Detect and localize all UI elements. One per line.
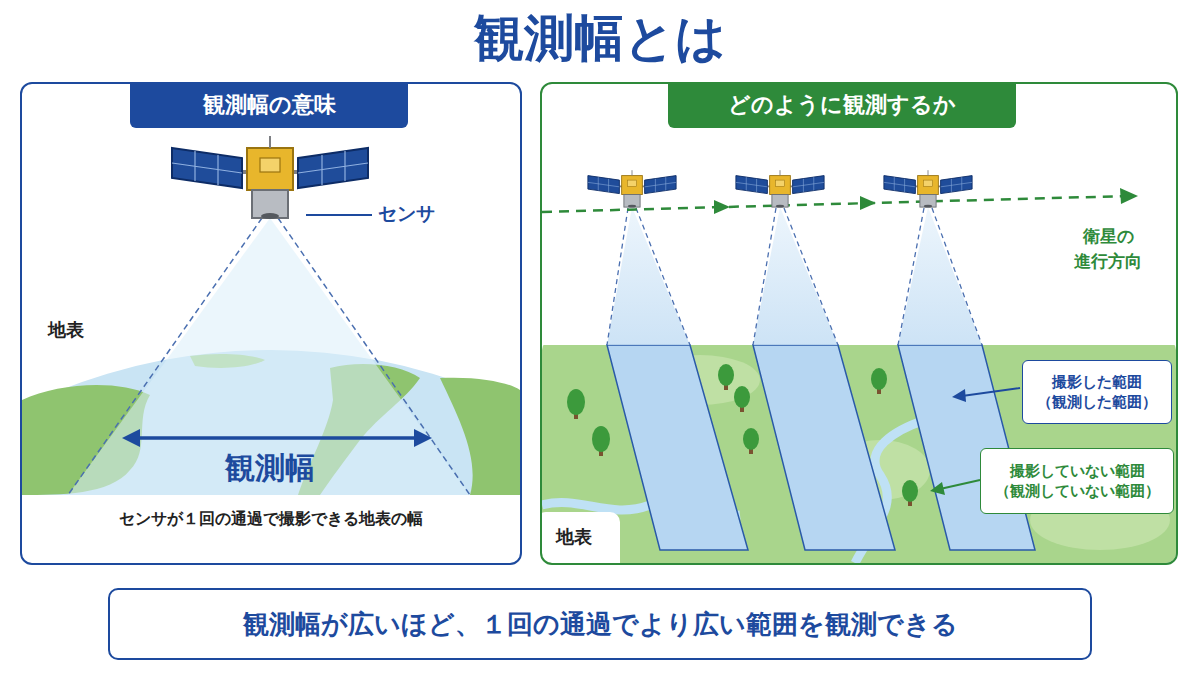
direction-label: 衛星の 進行方向	[1056, 224, 1160, 273]
part-label: センサ	[378, 201, 435, 227]
tree-crown	[743, 428, 759, 450]
tree-crown	[567, 389, 585, 415]
node-text: 撮影した範囲 （観測した範囲）	[1027, 372, 1167, 413]
satellite	[736, 170, 824, 207]
beam-edge	[607, 208, 982, 345]
panel: どのように観測するか撮影した範囲 （観測した範囲） 撮影していない範囲 （観測して…	[540, 82, 1178, 565]
node-text: 撮影していない範囲 （観測していない範囲）	[985, 461, 1169, 502]
leader-arrow	[940, 480, 980, 489]
panel: 観測幅の意味	[20, 82, 522, 565]
ground	[542, 345, 1176, 563]
sensor-beam	[607, 207, 690, 345]
swath	[753, 345, 895, 550]
arrow-head	[714, 200, 730, 214]
description-text: センサが１回の通過で撮影できる地表の幅	[22, 509, 520, 530]
ground-group	[542, 345, 1176, 563]
tree-crown	[902, 480, 918, 502]
sensor-beam	[898, 207, 982, 345]
arrow-head	[1120, 188, 1138, 204]
satellite	[588, 170, 676, 207]
dimension-label: 観測幅	[170, 448, 370, 489]
arrow-head	[952, 389, 966, 402]
label-patch	[542, 512, 620, 563]
satellite	[172, 136, 368, 219]
tree-crown	[592, 426, 610, 452]
tree-crown	[734, 386, 750, 408]
swath	[607, 345, 748, 550]
tree-crown	[871, 368, 887, 390]
callout-box: 撮影した範囲 （観測した範囲）	[1022, 360, 1172, 424]
sensor-beam	[68, 218, 470, 495]
tree-crown	[718, 364, 734, 386]
summary-box: 観測幅が広いほど、１回の通過でより広い範囲を観測できる	[108, 588, 1092, 660]
arrow-head	[122, 429, 140, 447]
area-label: 地表	[48, 318, 84, 342]
node-text: 観測幅の意味	[130, 82, 408, 128]
arrow-head	[414, 429, 432, 447]
callout-box: 撮影していない範囲 （観測していない範囲）	[980, 448, 1174, 514]
arrow-head	[930, 482, 945, 495]
leader-line	[306, 214, 372, 216]
diagram-title: 観測幅とは	[0, 6, 1200, 70]
width-arrow	[138, 436, 416, 440]
node-text: どのように観測するか	[668, 82, 1016, 128]
arrow-head	[860, 196, 876, 210]
sensor-beam	[753, 207, 838, 345]
area-label: 地表	[556, 525, 592, 549]
leader-arrow	[962, 388, 1020, 396]
node-text: 観測幅が広いほど、１回の通過でより広い範囲を観測できる	[243, 607, 958, 642]
satellite	[884, 170, 972, 207]
